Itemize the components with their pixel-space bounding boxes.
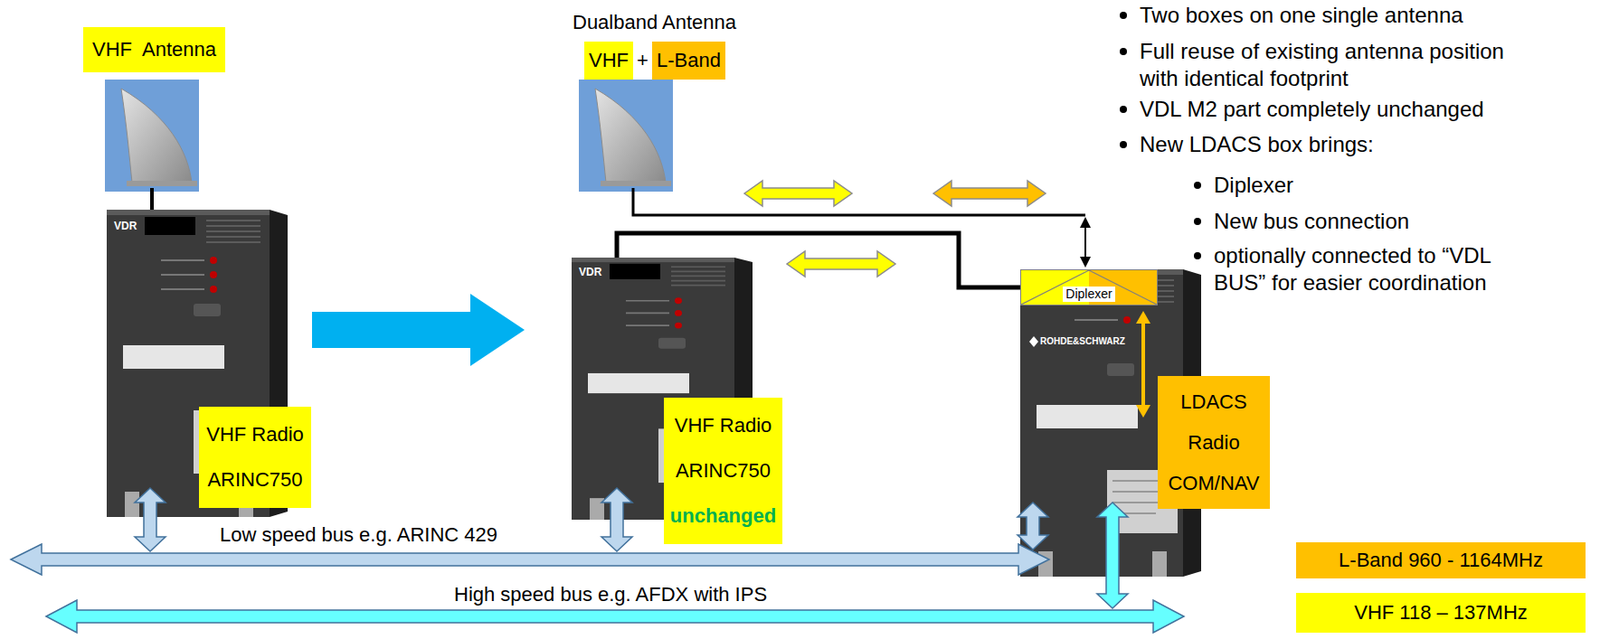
antenna-label: VHF Antenna bbox=[83, 27, 226, 73]
bus-label: Low speed bus e.g. ARINC 429 bbox=[219, 523, 498, 548]
node-text: Diplexer bbox=[1062, 286, 1115, 303]
node-text: VHF Radio ARINC750 bbox=[204, 412, 306, 503]
node-text: LDACS Radio COM/NAV bbox=[1164, 381, 1264, 504]
node-text: L-Band bbox=[656, 48, 721, 73]
unit-label: VDR bbox=[578, 265, 602, 280]
node-text: VHF Antenna bbox=[92, 37, 217, 62]
legend-text: VHF 118 – 137MHz bbox=[1353, 601, 1528, 625]
node-text: VHF Radio ARINC750 bbox=[672, 403, 775, 494]
legend-swatch: VHF 118 – 137MHz bbox=[1296, 593, 1586, 634]
bullet-text: VDL M2 part completely unchanged bbox=[1139, 95, 1538, 124]
node-text: VHF bbox=[588, 48, 629, 73]
legend-text: L-Band 960 - 1164MHz bbox=[1338, 549, 1544, 573]
radio-label: VHF Radio ARINC750unchanged bbox=[663, 397, 783, 545]
node-text: unchanged bbox=[669, 493, 777, 540]
sub-bullet-text: optionally connected to “VDL BUS” for ea… bbox=[1213, 242, 1522, 297]
band-box: L-Band bbox=[652, 41, 726, 80]
radio-label: VHF Radio ARINC750 bbox=[198, 407, 312, 509]
bullet-text: New LDACS box brings: bbox=[1139, 131, 1538, 159]
band-box: VHF bbox=[584, 41, 634, 80]
bullet-text: Full reuse of existing antenna position … bbox=[1139, 37, 1538, 93]
legend-swatch: L-Band 960 - 1164MHz bbox=[1296, 542, 1586, 579]
diplexer-box: Diplexer bbox=[1020, 269, 1158, 306]
radio-label: LDACS Radio COM/NAV bbox=[1157, 376, 1270, 510]
plus-sign: + bbox=[636, 45, 649, 76]
bus-label: High speed bus e.g. AFDX with IPS bbox=[454, 583, 767, 607]
bullet-text: Two boxes on one single antenna bbox=[1139, 1, 1538, 29]
sub-bullet-text: Diplexer bbox=[1213, 171, 1522, 199]
logo-text: ROHDE&SCHWARZ bbox=[1040, 335, 1126, 349]
unit-label: VDR bbox=[113, 218, 137, 234]
sub-bullet-text: New bus connection bbox=[1213, 208, 1522, 236]
antenna-heading: Dualband Antenna bbox=[572, 9, 737, 37]
